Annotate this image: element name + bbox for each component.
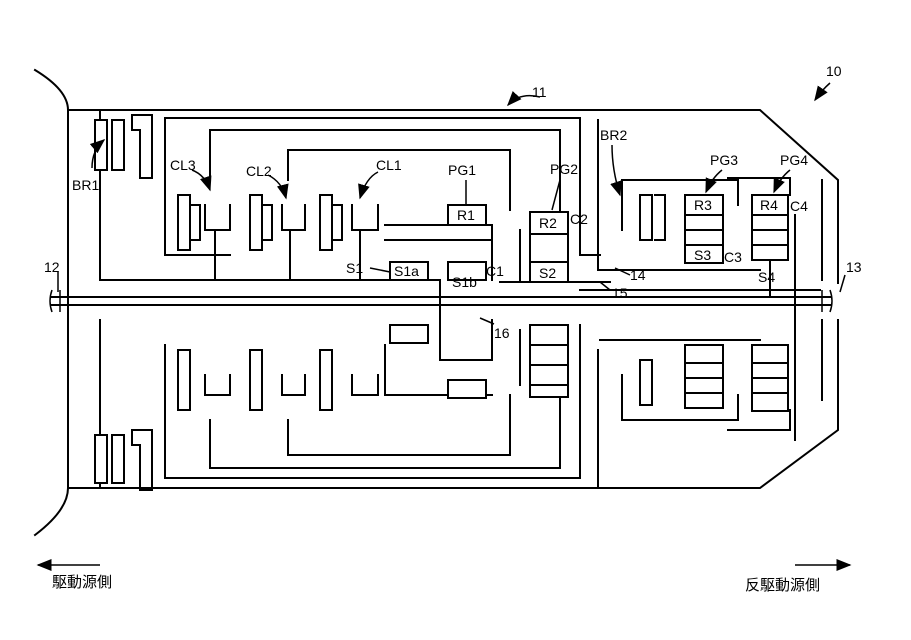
direction-left-label: 駆動源側 bbox=[52, 573, 112, 591]
case-outline bbox=[33, 68, 839, 537]
label-r1: R1 bbox=[457, 207, 475, 223]
label-cl1: CL1 bbox=[376, 157, 402, 173]
ref-16: 16 bbox=[494, 325, 510, 341]
label-c3: C3 bbox=[724, 249, 742, 265]
ref-10: 10 bbox=[826, 63, 842, 79]
direction-right-label: 反駆動源側 bbox=[745, 576, 820, 594]
label-c1: C1 bbox=[486, 263, 504, 279]
direction-indicators: 駆動源側 反駆動源側 bbox=[36, 559, 852, 594]
label-s1a: S1a bbox=[394, 263, 419, 279]
label-s4: S4 bbox=[758, 269, 775, 285]
label-r2: R2 bbox=[539, 215, 557, 231]
label-cl2: CL2 bbox=[246, 163, 272, 179]
label-br2: BR2 bbox=[600, 127, 627, 143]
label-c4: C4 bbox=[790, 198, 808, 214]
label-cl3: CL3 bbox=[170, 157, 196, 173]
ref-14: 14 bbox=[630, 267, 646, 283]
label-pg3: PG3 bbox=[710, 152, 738, 168]
upper-mechanism bbox=[94, 114, 821, 441]
label-br1: BR1 bbox=[72, 177, 99, 193]
leader-lines bbox=[57, 82, 846, 325]
label-s3: S3 bbox=[694, 247, 711, 263]
component-labels: BR1 CL3 CL2 CL1 PG1 PG2 BR2 PG3 PG4 R1 R… bbox=[72, 127, 808, 290]
lower-mechanism bbox=[94, 279, 791, 491]
label-pg2: PG2 bbox=[550, 161, 578, 177]
label-pg4: PG4 bbox=[780, 152, 808, 168]
ref-15: 15 bbox=[612, 285, 628, 301]
ref-12: 12 bbox=[44, 259, 60, 275]
label-pg1: PG1 bbox=[448, 162, 476, 178]
ref-11: 11 bbox=[532, 84, 547, 100]
label-s1b: S1b bbox=[452, 274, 477, 290]
ref-13: 13 bbox=[846, 259, 862, 275]
label-s2: S2 bbox=[539, 265, 556, 281]
label-r3: R3 bbox=[694, 197, 712, 213]
label-r4: R4 bbox=[760, 197, 778, 213]
reference-numbers: 10 11 12 13 14 15 16 bbox=[44, 63, 862, 341]
label-c2: C2 bbox=[570, 211, 588, 227]
label-s1: S1 bbox=[346, 260, 363, 276]
